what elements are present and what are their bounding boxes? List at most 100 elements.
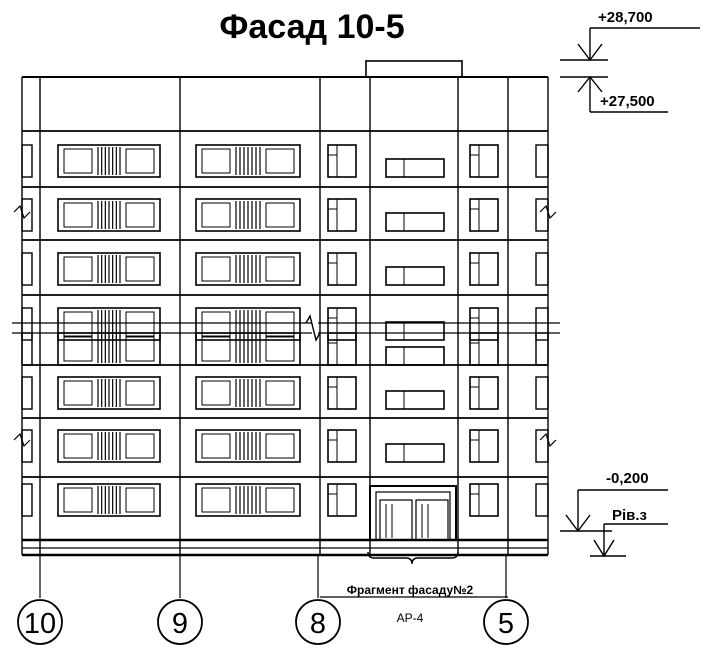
roof-superstructure [365, 60, 463, 78]
window-row [21, 252, 549, 286]
drawing-title: Фасад 10-5 [219, 8, 404, 46]
balcony-window [195, 483, 301, 517]
window [469, 252, 499, 286]
window-edge [535, 429, 549, 463]
balcony-window [57, 144, 161, 178]
window-sash [201, 487, 231, 513]
window-sash [201, 336, 231, 362]
window-sash [201, 380, 231, 406]
window-edge [21, 429, 33, 463]
window-sash [201, 202, 231, 228]
balcony-window [57, 332, 161, 366]
windows [21, 144, 549, 517]
window-sash [63, 433, 93, 459]
grid-axis-8: 8 [295, 555, 341, 645]
building-outline [22, 60, 548, 557]
window-row [21, 307, 549, 341]
window-sash [265, 148, 295, 174]
window-sash [63, 380, 93, 406]
window-row [21, 332, 549, 366]
window-sash [63, 336, 93, 362]
axis-label: 10 [24, 608, 56, 640]
window-sash [265, 256, 295, 282]
window-sash [125, 336, 155, 362]
window [327, 429, 357, 463]
window-edge [21, 332, 33, 366]
stair-window [385, 158, 445, 178]
window [327, 483, 357, 517]
balcony-window [195, 198, 301, 232]
window-sash [125, 311, 155, 337]
window-sash [125, 202, 155, 228]
stair-window [385, 346, 445, 366]
window-sash [125, 487, 155, 513]
window-edge [535, 483, 549, 517]
window-sash [125, 148, 155, 174]
stair-window [385, 443, 445, 463]
balcony-window [195, 144, 301, 178]
window-sash [201, 148, 231, 174]
window-sash [265, 336, 295, 362]
window-edge [535, 332, 549, 366]
window-sash [201, 433, 231, 459]
window [327, 332, 357, 366]
window-edge [21, 307, 33, 341]
window-row [21, 144, 549, 178]
break-mark-right [539, 204, 557, 220]
balcony-window [195, 429, 301, 463]
balcony-window [57, 252, 161, 286]
level-label: Рів.з [612, 507, 647, 524]
entrance-door [369, 485, 457, 541]
elevation-top-label: +28,700 [598, 9, 653, 26]
break-marks [13, 204, 557, 448]
window-sash [63, 487, 93, 513]
window-edge [21, 376, 33, 410]
window-edge [21, 198, 33, 232]
window-sash [125, 433, 155, 459]
window [327, 144, 357, 178]
elevation-mark-top [560, 27, 700, 62]
window [469, 332, 499, 366]
grid-axis-10: 10 [17, 555, 63, 645]
axis-label: 8 [310, 608, 326, 640]
axis-bubble [483, 599, 529, 645]
axis-bubble [295, 599, 341, 645]
window-sash [201, 311, 231, 337]
window-row [21, 483, 549, 517]
window [327, 376, 357, 410]
balcony-window [57, 198, 161, 232]
window [327, 252, 357, 286]
window [469, 483, 499, 517]
stair-window [385, 212, 445, 232]
axis-bubble [17, 599, 63, 645]
window-edge [21, 483, 33, 517]
window-edge [535, 376, 549, 410]
window-edge [535, 198, 549, 232]
balcony-window [57, 376, 161, 410]
stair-window [385, 321, 445, 341]
window-edge [21, 252, 33, 286]
level-mark [590, 523, 668, 558]
window-edge [535, 307, 549, 341]
stair-window [385, 266, 445, 286]
elevation-parapet-label: +27,500 [600, 93, 655, 110]
axis-bubble [157, 599, 203, 645]
window-sash [265, 433, 295, 459]
window-sash [265, 311, 295, 337]
balcony-window [57, 429, 161, 463]
window [469, 307, 499, 341]
window-row [21, 198, 549, 232]
window-edge [535, 252, 549, 286]
floor-lines [12, 130, 560, 478]
window [327, 198, 357, 232]
window-sash [63, 148, 93, 174]
window-sash [63, 202, 93, 228]
stair-window [385, 390, 445, 410]
window-sash [201, 256, 231, 282]
elevation-mark-parapet [560, 75, 668, 113]
axis-label: 5 [498, 608, 514, 640]
window [469, 144, 499, 178]
window [469, 376, 499, 410]
